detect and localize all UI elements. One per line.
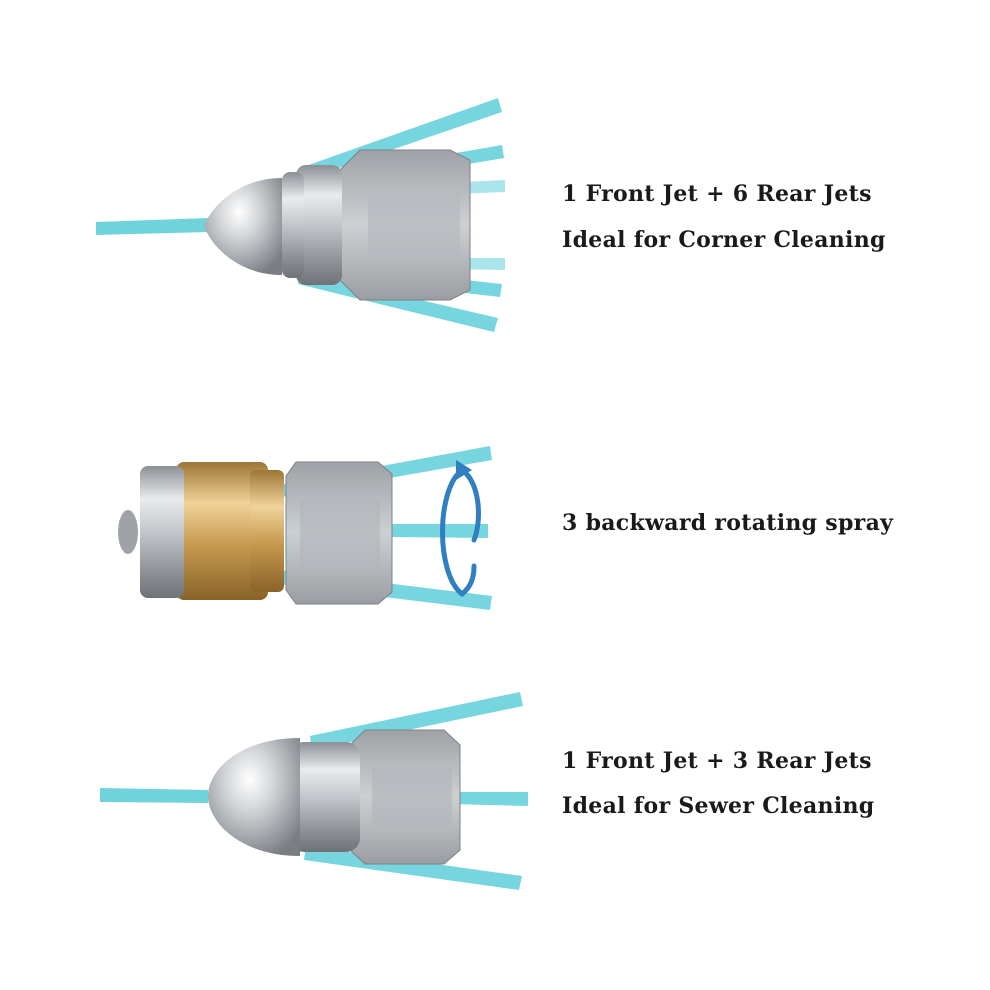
button-head-nozzle-icon <box>96 98 505 332</box>
caption-line: Ideal for Corner Cleaning <box>562 227 886 253</box>
caption-line: 1 Front Jet + 6 Rear Jets <box>562 181 872 207</box>
rotation-arrow-icon <box>440 467 481 597</box>
caption-line: Ideal for Sewer Cleaning <box>562 793 875 819</box>
caption-line: 1 Front Jet + 3 Rear Jets <box>562 748 872 774</box>
rotating-nozzle-icon <box>118 446 492 610</box>
caption-line: 3 backward rotating spray <box>562 510 894 536</box>
bullet-nozzle-icon <box>100 692 528 890</box>
